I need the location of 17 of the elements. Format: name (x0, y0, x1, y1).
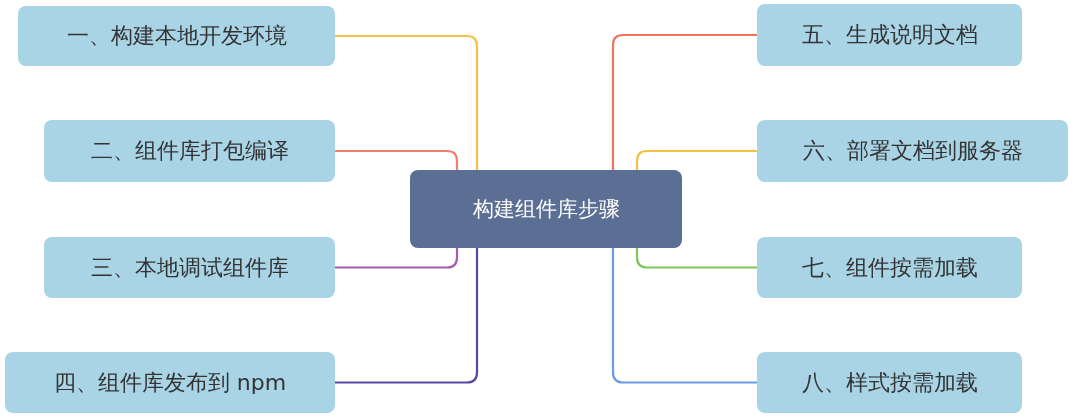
connector-line (335, 149, 459, 170)
step-box: 八、样式按需加载 (757, 352, 1022, 413)
topic-box: 构建组件库步骤 (410, 170, 682, 248)
step-box: 七、组件按需加载 (757, 237, 1022, 298)
connector-line (611, 33, 757, 170)
connector-line (335, 248, 479, 384)
step-box: 五、生成说明文档 (757, 4, 1022, 66)
connector-line (635, 149, 757, 170)
connector-line (611, 248, 757, 384)
step-box: 六、部署文档到服务器 (757, 120, 1068, 182)
step-box: 三、本地调试组件库 (44, 237, 335, 298)
step-box: 二、组件库打包编译 (44, 120, 335, 182)
connector-line (335, 248, 459, 269)
step-box: 一、构建本地开发环境 (18, 6, 335, 66)
connector-line (335, 34, 479, 170)
connector-line (635, 248, 757, 269)
step-box: 四、组件库发布到 npm (5, 352, 335, 413)
